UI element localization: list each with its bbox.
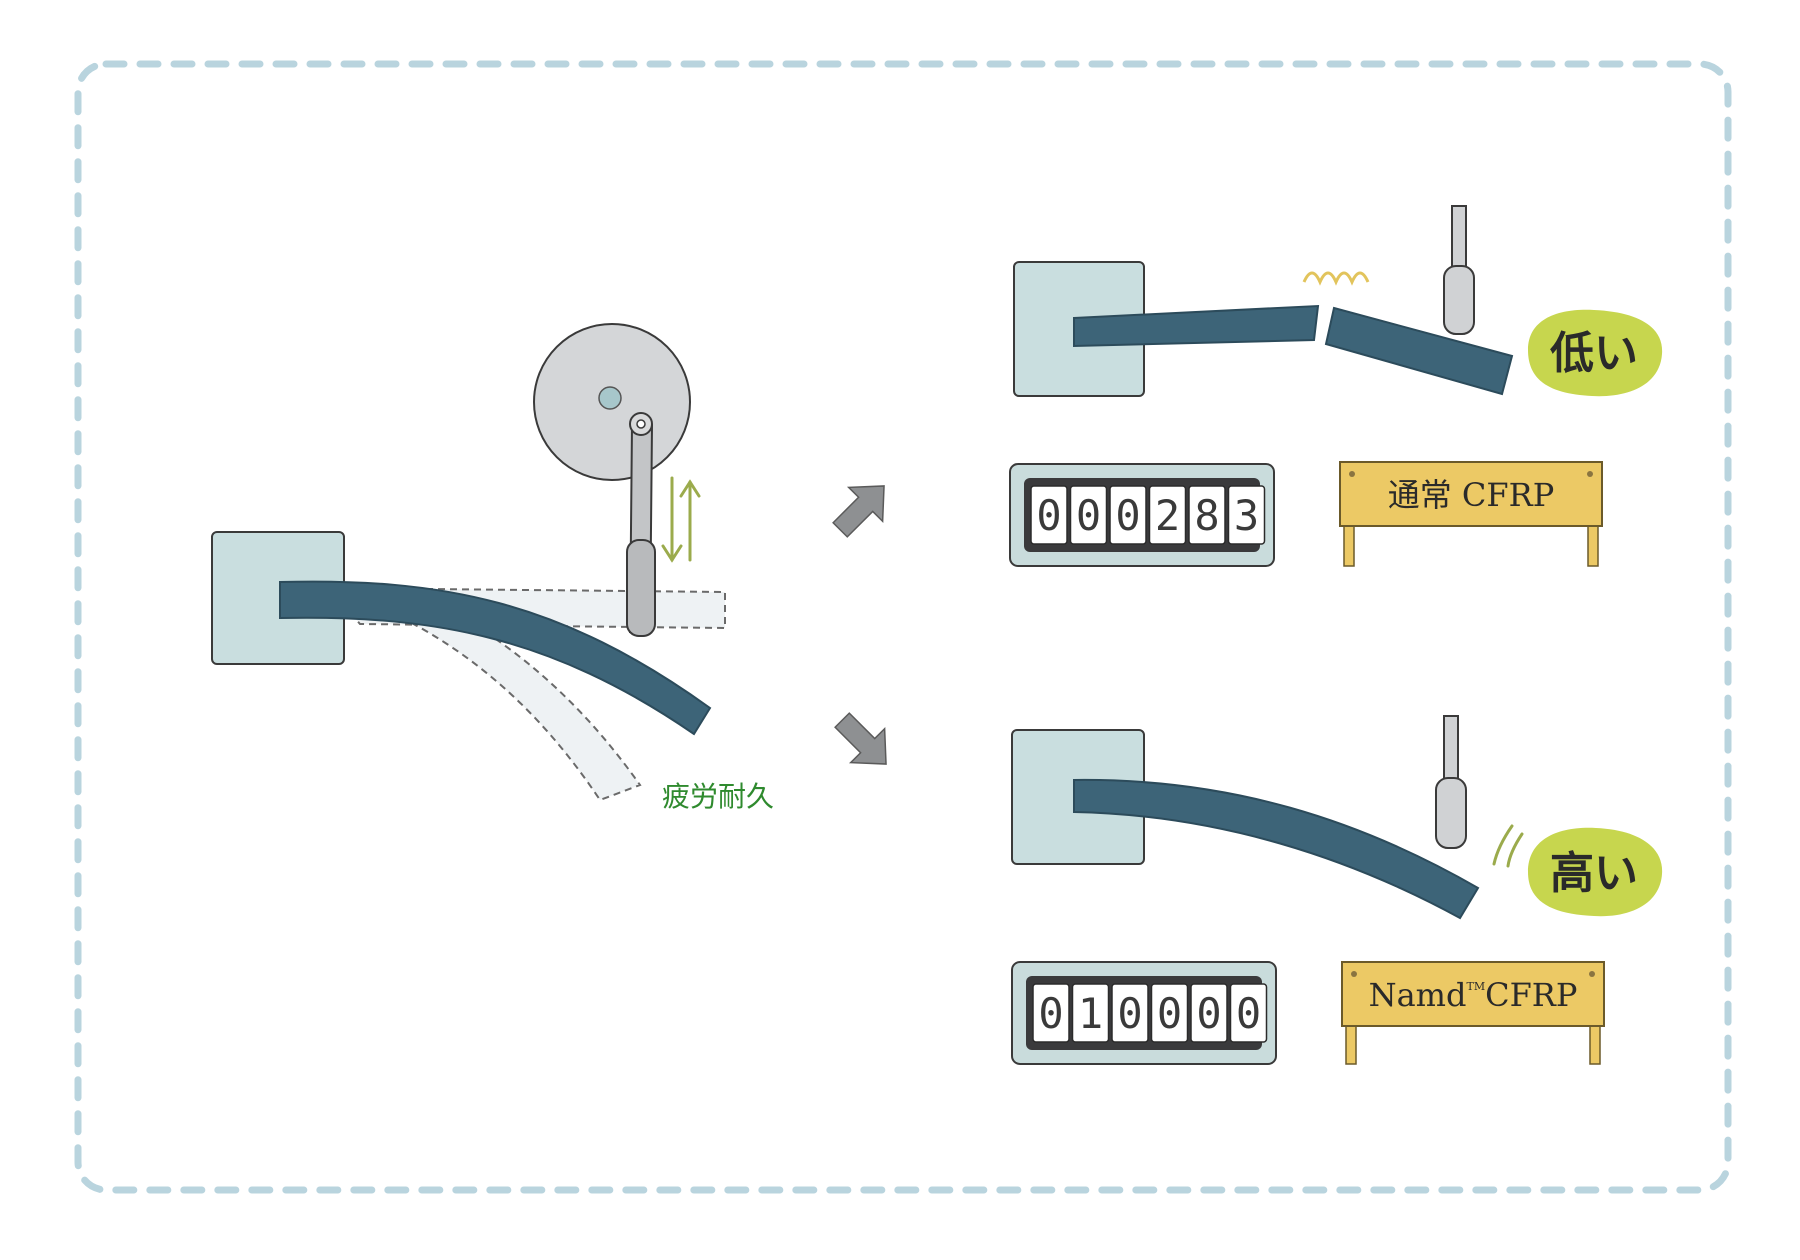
name-plate-normal: 通常 CFRP	[1339, 461, 1603, 567]
counter-digit-cell	[1148, 485, 1187, 545]
counter-digit: 2	[1155, 491, 1180, 540]
counter-digit-cell	[1032, 983, 1070, 1043]
counter-digit: 0	[1117, 989, 1142, 1038]
arrow-to-namd	[834, 712, 887, 765]
counter-digit: 0	[1076, 491, 1101, 540]
bending-beam	[279, 580, 712, 736]
counter-digit-cell	[1069, 485, 1108, 545]
counter-digit-cell	[1227, 485, 1266, 545]
counter-digit: 0	[1236, 989, 1261, 1038]
counter-digit-cell	[1071, 983, 1110, 1043]
counter-digit-cell	[1109, 485, 1147, 545]
rating-badge-low: 低い	[1528, 309, 1663, 397]
dashed-border	[74, 60, 1732, 1194]
counter-digit-cell	[1190, 983, 1228, 1043]
counter-digit-cell	[1188, 485, 1226, 545]
rod-foot	[626, 539, 656, 637]
name-plate-namd: NamdTMCFRP	[1341, 961, 1605, 1065]
plate-normal-text: 通常 CFRP	[1388, 476, 1555, 514]
plate-namd-text: NamdTMCFRP	[1369, 976, 1578, 1014]
counter-digit: 3	[1234, 491, 1259, 540]
counter-digit-cell	[1150, 983, 1189, 1043]
counter-digit: 0	[1036, 491, 1061, 540]
vibration-marks-icon	[1492, 824, 1524, 868]
rating-high-text: 高い	[1550, 848, 1638, 899]
plate-namd-suffix: CFRP	[1485, 976, 1577, 1014]
rod-pivot-hole	[636, 419, 646, 429]
counter-digit-cell	[1030, 485, 1068, 545]
counter-digit: 0	[1115, 491, 1140, 540]
broken-beam-right	[1324, 306, 1514, 396]
counter-digit: 8	[1194, 491, 1219, 540]
counter-digit: 0	[1038, 989, 1063, 1038]
counter-digit-cell	[1229, 983, 1268, 1043]
rating-low-text: 低い	[1550, 328, 1638, 379]
flexed-beam-namd	[1073, 778, 1480, 920]
counter-digit: 0	[1157, 989, 1182, 1038]
fatigue-test-apparatus: 疲労耐久	[211, 323, 774, 813]
arrow-to-normal	[832, 485, 885, 538]
broken-beam-left	[1073, 304, 1320, 348]
counter-digit-cell	[1111, 983, 1149, 1043]
plate-namd-name: Namd	[1369, 976, 1467, 1014]
fatigue-label: 疲労耐久	[662, 780, 774, 813]
wheel-hub	[598, 386, 622, 410]
up-down-arrows	[661, 476, 701, 563]
rating-badge-high: 高い	[1528, 827, 1663, 917]
counter-digit: 1	[1078, 989, 1103, 1038]
beam-ghost-down	[387, 598, 642, 802]
plate-namd-tm: TM	[1466, 980, 1485, 993]
probe-normal	[1443, 205, 1475, 335]
crack-mark-icon	[1302, 271, 1370, 286]
probe-namd	[1435, 715, 1467, 849]
counter-digit: 0	[1196, 989, 1221, 1038]
